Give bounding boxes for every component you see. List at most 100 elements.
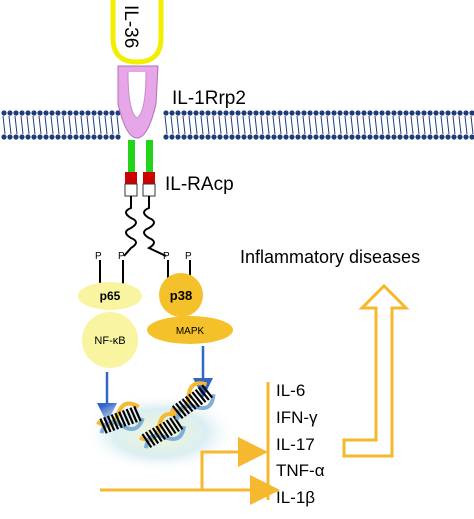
lipid-head [13,110,19,116]
lipid-tail [260,115,264,135]
lipid-head [223,110,229,116]
lipid-tail [44,115,48,135]
lipid-head [175,110,181,116]
lipid-head [427,134,433,140]
lipid-head [187,110,193,116]
lipid-tail [374,115,378,135]
lipid-tail [74,115,78,135]
dna-segment [96,401,145,434]
lipid-tail [68,115,72,135]
il-racp-domain-right [142,172,156,197]
cytoplasmic-tail-left [123,196,137,257]
lipid-head [247,134,253,140]
lipid-head [1,134,7,140]
lipid-tail [176,115,180,135]
lipid-head [397,134,403,140]
lipid-tail [2,115,6,135]
lipid-head [439,110,445,116]
lipid-head [379,134,385,140]
lipid-head [115,110,121,116]
svg-text:P: P [95,251,102,262]
lipid-head [325,134,331,140]
lipid-tail [422,115,426,135]
lipid-head [469,110,474,116]
lipid-tail [50,115,54,135]
lipid-tail [110,115,114,135]
dna-segment [139,412,187,449]
lipid-tail [206,115,210,135]
lipid-head [307,134,313,140]
lipid-tail [314,115,318,135]
lipid-head [409,110,415,116]
lipid-tail [434,115,438,135]
lipid-tail [266,115,270,135]
lipid-head [367,134,373,140]
lipid-tail [290,115,294,135]
lipid-head [85,134,91,140]
lipid-tail [386,115,390,135]
lipid-head [397,110,403,116]
lipid-head [55,134,61,140]
cytokine-list: IL-6 IFN-γ IL-17 TNF-α IL-1β [276,381,325,507]
lipid-head [79,134,85,140]
lipid-tail [272,115,276,135]
lipid-head [385,134,391,140]
dna-segment [169,381,216,420]
lipid-tail [278,115,282,135]
lipid-head [229,110,235,116]
lipid-head [229,134,235,140]
lipid-tail [428,115,432,135]
dna-helix [96,381,216,449]
lipid-head [289,134,295,140]
lipid-tail [410,115,414,135]
lipid-tail [80,115,84,135]
lipid-head [199,110,205,116]
lipid-head [223,134,229,140]
lipid-head [235,134,241,140]
lipid-head [379,110,385,116]
lipid-tail [284,115,288,135]
lipid-tail [242,115,246,135]
lipid-tail [392,115,396,135]
lipid-head [109,110,115,116]
lipid-head [241,134,247,140]
lipid-tail [362,115,366,135]
lipid-head [445,134,451,140]
lipid-head [451,134,457,140]
lipid-head [247,110,253,116]
lipid-head [85,110,91,116]
lipid-tail [350,115,354,135]
lipid-head [295,134,301,140]
lipid-head [457,134,463,140]
lipid-head [319,134,325,140]
lipid-tail [164,115,168,135]
receptor-tm-linker-right [146,140,153,172]
lipid-head [211,134,217,140]
lipid-head [193,110,199,116]
lipid-head [253,110,259,116]
lipid-tail [254,115,258,135]
lipid-head [277,134,283,140]
lipid-head [331,110,337,116]
lipid-tail [200,115,204,135]
lipid-head [253,134,259,140]
lipid-head [373,134,379,140]
lipid-tail [470,115,474,135]
lipid-head [451,110,457,116]
lipid-head [103,110,109,116]
lipid-head [109,134,115,140]
lipid-tail [344,115,348,135]
lipid-head [205,134,211,140]
lipid-head [217,110,223,116]
lipid-head [91,110,97,116]
cytokine-il6: IL-6 [276,381,305,400]
lipid-head [343,110,349,116]
lipid-head [313,110,319,116]
il-racp-domain-left [124,172,138,197]
lipid-tail [56,115,60,135]
lipid-head [361,134,367,140]
lipid-head [97,134,103,140]
lipid-head [265,110,271,116]
